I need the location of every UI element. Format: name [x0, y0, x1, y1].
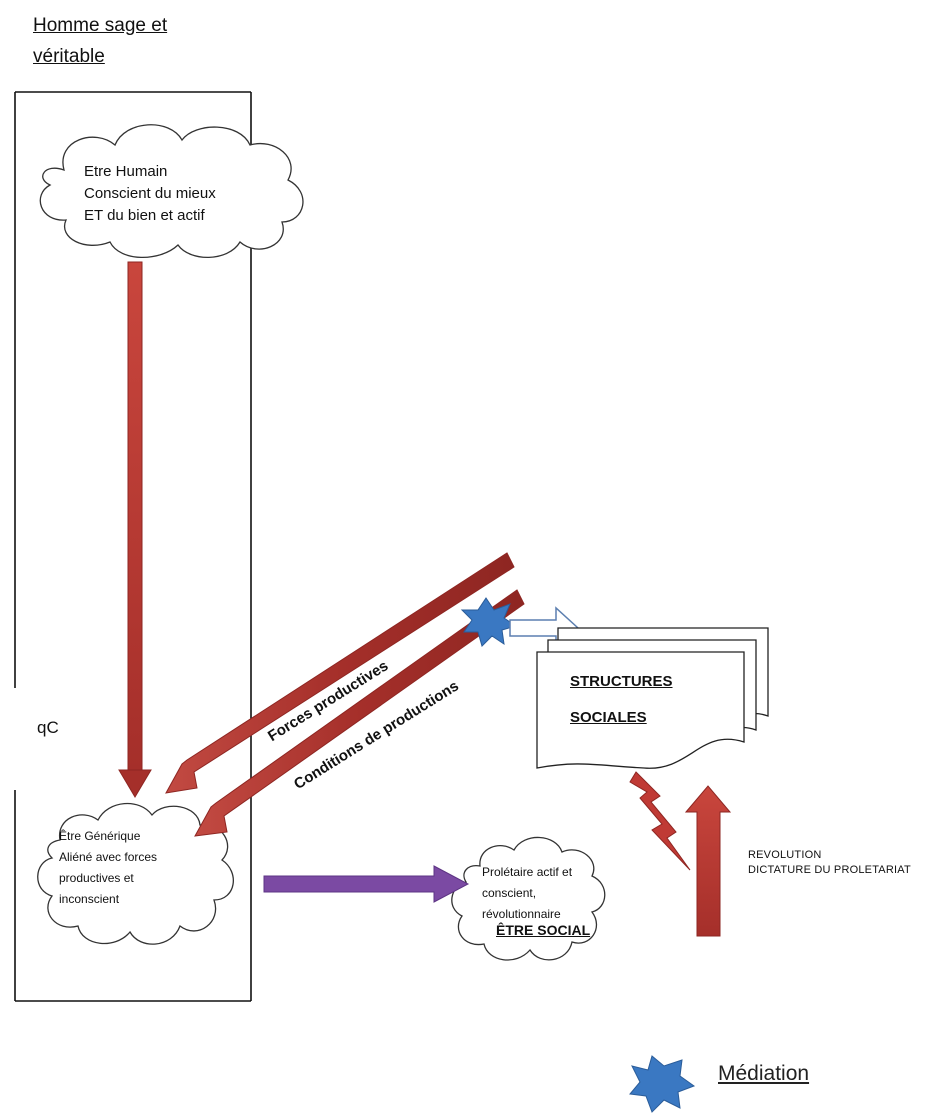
top-cloud-shape: [39, 124, 304, 259]
top-cloud-line-1: Etre Humain: [84, 163, 168, 180]
conditions-arrow: [194, 589, 525, 837]
bottom-cloud-line-1: Être Générique: [59, 829, 141, 843]
qc-label: qC: [37, 718, 59, 737]
bottom-cloud-line-3: productives et: [59, 871, 134, 885]
proletaire-cloud-text: Prolétaire actif et conscient, révolutio…: [482, 862, 572, 925]
forces-arrow: [165, 552, 515, 794]
revolution-line-2: DICTATURE DU PROLETARIAT: [748, 864, 911, 876]
revolution-line-1: REVOLUTION: [748, 849, 822, 861]
purple-arrow: [263, 865, 470, 903]
title-line-1: Homme sage et: [33, 15, 168, 36]
bottom-cloud-shape: [37, 802, 234, 945]
upward-red-arrow: [684, 785, 732, 937]
proletaire-line-1: Prolétaire actif et: [482, 865, 573, 879]
proletaire-line-3: révolutionnaire: [482, 907, 561, 921]
structures-document-stack: [536, 627, 769, 769]
legend-star-icon: [629, 1055, 696, 1113]
structures-line-2: SOCIALES: [570, 709, 647, 726]
top-cloud-line-3: ET du bien et actif: [84, 207, 205, 224]
top-cloud-line-2: Conscient du mieux: [84, 185, 216, 202]
structures-line-1: STRUCTURES: [570, 673, 673, 690]
diagram-title: Homme sage et véritable: [33, 10, 167, 72]
mediation-star-arrows: [460, 597, 518, 647]
proletaire-cloud-shape: [451, 836, 606, 961]
proletaire-line-2: conscient,: [482, 886, 537, 900]
bottom-cloud-text: Être Générique Aliéné avec forces produc…: [59, 826, 157, 910]
revolution-text: REVOLUTION DICTATURE DU PROLETARIAT: [748, 848, 911, 878]
structures-label: STRUCTURES SOCIALES: [570, 664, 673, 736]
legend-mediation-label: Médiation: [718, 1062, 810, 1085]
top-cloud-text: Etre Humain Conscient du mieux ET du bie…: [84, 161, 216, 227]
bottom-cloud-line-4: inconscient: [59, 892, 120, 906]
etre-social-label: ÊTRE SOCIAL: [496, 922, 591, 938]
title-line-2: véritable: [33, 46, 105, 67]
vertical-red-arrow: [118, 261, 152, 798]
lightning-bolt-icon: [629, 771, 691, 871]
bottom-cloud-line-2: Aliéné avec forces: [59, 850, 158, 864]
